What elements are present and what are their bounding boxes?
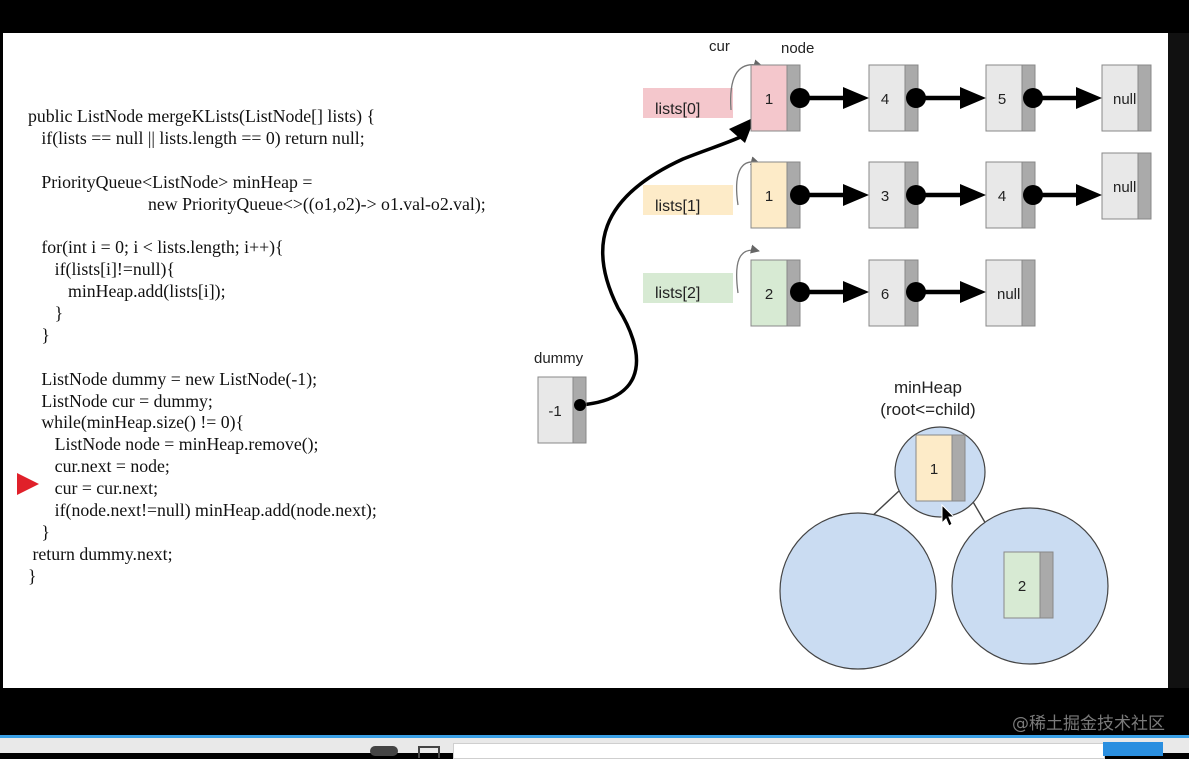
- code-line: if(node.next!=null) minHeap.add(node.nex…: [28, 500, 377, 521]
- code-line: ListNode cur = dummy;: [28, 390, 213, 411]
- heap-subtitle: (root<=child): [880, 400, 975, 419]
- node-label: node: [781, 40, 814, 57]
- code-line: }: [28, 324, 50, 345]
- code-line: cur.next = node;: [28, 456, 170, 477]
- video-progress-bar[interactable]: [0, 735, 1189, 738]
- code-line: while(minHeap.size() != 0){: [28, 412, 245, 433]
- code-line: }: [28, 303, 64, 324]
- list2-link-0-head: [843, 281, 869, 303]
- dummy-node-value: -1: [548, 403, 561, 420]
- list1-node-2-body: [985, 161, 1023, 229]
- code-line: ListNode node = minHeap.remove();: [28, 434, 319, 455]
- send-button[interactable]: [1103, 742, 1163, 756]
- list1-node-1-value: 3: [881, 188, 889, 205]
- list1-link-2-head: [1076, 184, 1102, 206]
- comment-input[interactable]: [453, 743, 1105, 759]
- list2-node-1-dot: [906, 282, 926, 302]
- list2-pointer-arrow: [735, 244, 760, 294]
- list-label-2-bg: [643, 273, 733, 303]
- top-bar: [0, 0, 1189, 33]
- list1-node-2-value: 4: [998, 188, 1006, 205]
- watermark: @稀土掘金技术社区: [1012, 714, 1165, 734]
- code-line: PriorityQueue<ListNode> minHeap =: [28, 171, 313, 192]
- heap-right-item-next: [1039, 551, 1054, 619]
- list0-link-2-head: [1076, 87, 1102, 109]
- code-line: }: [28, 521, 50, 542]
- list-label-1-bg: [643, 185, 733, 215]
- current-line-pointer-icon: [17, 473, 39, 496]
- list2-node-0-body: [750, 259, 788, 327]
- code-block: public ListNode mergeKLists(ListNode[] l…: [28, 106, 486, 588]
- list2-node-2-body: [985, 259, 1023, 327]
- list0-node-0-body: [750, 64, 788, 132]
- list1-node-2-dot: [1023, 185, 1043, 205]
- dummy-next-arrowhead: [729, 117, 755, 143]
- list1-node-3-next: [1137, 152, 1152, 220]
- code-line: public ListNode mergeKLists(ListNode[] l…: [28, 106, 375, 126]
- list-label-2: lists[2]: [655, 285, 700, 302]
- list2-link-1-head: [960, 281, 986, 303]
- list2-node-0-dot: [790, 282, 810, 302]
- heap-title: minHeap: [894, 378, 962, 397]
- code-line: cur = cur.next;: [28, 478, 159, 499]
- toggle-switch[interactable]: [370, 746, 398, 756]
- list-label-1: lists[1]: [655, 198, 700, 215]
- list1-link-0-head: [843, 184, 869, 206]
- list2-node-2-next: [1021, 259, 1036, 327]
- list-label-0-bg: [643, 88, 733, 118]
- list1-node-0-dot: [790, 185, 810, 205]
- code-line: return dummy.next;: [28, 543, 173, 564]
- list0-node-2-body: [985, 64, 1023, 132]
- linked-list-diagram: lists[0] lists[1] lists[2] cur node dumm…: [534, 38, 1152, 670]
- list2-node-2-value: null: [997, 286, 1020, 303]
- list0-node-3-next: [1137, 64, 1152, 132]
- list0-node-1-value: 4: [881, 91, 889, 108]
- list1-link-1-head: [960, 184, 986, 206]
- code-line: if(lists == null || lists.length == 0) r…: [28, 127, 365, 148]
- list2-node-1-value: 6: [881, 286, 889, 303]
- heap-root-item-body: [915, 434, 953, 502]
- list1-node-0-value: 1: [765, 188, 773, 205]
- bottom-bar: [0, 688, 1189, 736]
- list2-node-0-value: 2: [765, 286, 773, 303]
- list0-node-3-body: [1101, 64, 1139, 132]
- list1-node-3-value: null: [1113, 179, 1136, 196]
- code-line: ListNode dummy = new ListNode(-1);: [28, 368, 318, 389]
- list0-node-1-body: [868, 64, 906, 132]
- list0-link-1-head: [960, 87, 986, 109]
- code-line: }: [28, 565, 37, 586]
- window-icon[interactable]: [418, 746, 440, 758]
- list-label-0: lists[0]: [655, 101, 700, 118]
- list0-node-1-dot: [906, 88, 926, 108]
- list0-node-3-value: null: [1113, 91, 1136, 108]
- list0-node-2-value: 5: [998, 91, 1006, 108]
- code-line: new PriorityQueue<>((o1,o2)-> o1.val-o2.…: [28, 193, 486, 214]
- list1-node-1-dot: [906, 185, 926, 205]
- right-strip: [1168, 33, 1189, 688]
- heap-root-value: 1: [930, 461, 938, 478]
- list1-node-0-body: [750, 161, 788, 229]
- heap-left-child: [779, 512, 937, 670]
- list0-node-2-dot: [1023, 88, 1043, 108]
- dummy-next-arrow: [579, 133, 746, 407]
- dummy-node-body: [537, 376, 574, 444]
- list0-link-0-head: [843, 87, 869, 109]
- heap-root-item-next: [951, 434, 966, 502]
- code-line: minHeap.add(lists[i]);: [28, 281, 226, 302]
- cur-label: cur: [709, 38, 730, 55]
- mouse-cursor-icon: [941, 503, 956, 527]
- dummy-node-dot: [574, 399, 586, 411]
- list0-node-0-value: 1: [765, 91, 773, 108]
- heap-right-value: 2: [1018, 578, 1026, 595]
- list1-node-1-body: [868, 161, 906, 229]
- slide: public ListNode mergeKLists(ListNode[] l…: [3, 33, 1168, 688]
- list0-node-0-dot: [790, 88, 810, 108]
- code-line: for(int i = 0; i < lists.length; i++){: [28, 237, 284, 258]
- code-line: if(lists[i]!=null){: [28, 259, 175, 280]
- dummy-label: dummy: [534, 350, 584, 367]
